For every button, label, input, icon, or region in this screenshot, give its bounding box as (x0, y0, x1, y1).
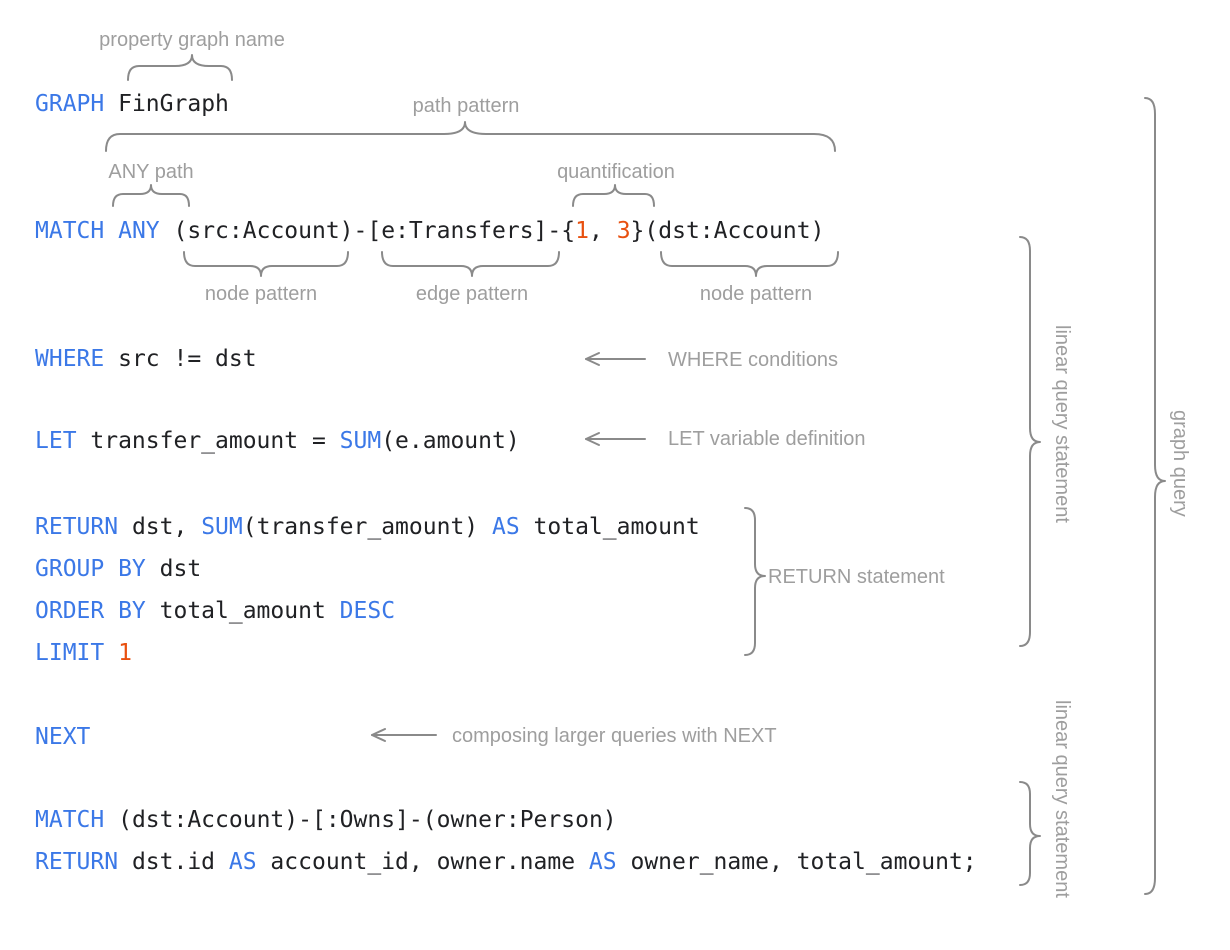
quantifier-min: 1 (575, 218, 589, 244)
keyword-as: AS (491, 514, 520, 540)
keyword-return: RETURN (35, 514, 119, 540)
brace-path-pattern (105, 121, 836, 152)
code-line-match-2: MATCH (dst:Account)-[:Owns]-(owner:Perso… (35, 806, 617, 834)
edge-dash-2: - (547, 218, 562, 244)
annotation-let-variable-definition: LET variable definition (668, 428, 866, 450)
code-line-where: WHERE src != dst (35, 345, 257, 373)
keyword-return-2: RETURN (35, 849, 119, 875)
keyword-next: NEXT (35, 724, 91, 750)
keyword-any: ANY (118, 218, 160, 244)
keyword-match-2: MATCH (35, 807, 105, 833)
brace-linear-query-statement-2 (1019, 781, 1041, 886)
return-part-2: (transfer_amount) (242, 514, 492, 540)
code-line-next: NEXT (35, 723, 90, 751)
edge-dash-3: - (298, 807, 312, 833)
code-line-let: LET transfer_amount = SUM(e.amount) (35, 427, 520, 455)
keyword-let: LET (35, 428, 77, 454)
annotation-edge-pattern: edge pattern (415, 283, 529, 305)
keyword-where: WHERE (35, 346, 105, 372)
code-line-match: MATCH ANY (src:Account)-[e:Transfers]-{1… (35, 217, 824, 245)
edge-pattern-transfers: [e:Transfers] (367, 218, 548, 244)
return2-part-1: dst.id (118, 849, 229, 875)
return-part-1: dst, (118, 514, 202, 540)
node-pattern-dst: (dst:Account) (644, 218, 825, 244)
node-pattern-src: (src:Account) (173, 218, 354, 244)
code-line-graph: GRAPH FinGraph (35, 90, 229, 118)
brace-return-statement (744, 507, 766, 656)
quantifier-close-brace: } (630, 218, 645, 244)
code-line-limit: LIMIT 1 (35, 639, 132, 667)
brace-edge-pattern (381, 251, 560, 277)
let-variable-name: transfer_amount = (76, 428, 340, 454)
arrow-composing-next (371, 728, 437, 742)
return2-part-3: owner_name, total_amount; (616, 849, 977, 875)
function-sum: SUM (339, 428, 382, 454)
keyword-as-3: AS (588, 849, 617, 875)
keyword-graph: GRAPH (35, 91, 105, 117)
code-line-group-by: GROUP BY dst (35, 555, 201, 583)
annotation-return-statement: RETURN statement (768, 566, 945, 588)
code-line-return-2: RETURN dst.id AS account_id, owner.name … (35, 848, 977, 876)
brace-node-pattern-right (660, 251, 839, 277)
function-sum-return: SUM (201, 514, 243, 540)
keyword-order-by: ORDER BY (35, 598, 146, 624)
node-pattern-dst-2: (dst:Account) (104, 807, 299, 833)
quantifier-max: 3 (616, 218, 631, 244)
quantifier-open-brace: { (561, 218, 576, 244)
let-function-args: (e.amount) (381, 428, 520, 454)
code-line-order-by: ORDER BY total_amount DESC (35, 597, 395, 625)
annotation-linear-query-statement-2: linear query statement (1051, 700, 1073, 898)
quantifier-separator: , (588, 218, 617, 244)
keyword-match: MATCH (35, 218, 105, 244)
group-by-expression: dst (145, 556, 202, 582)
keyword-limit: LIMIT (35, 640, 105, 666)
code-line-return: RETURN dst, SUM(transfer_amount) AS tota… (35, 513, 700, 541)
annotation-property-graph-name: property graph name (99, 29, 285, 51)
annotation-quantification: quantification (557, 161, 675, 183)
limit-value: 1 (118, 640, 132, 666)
return2-part-2: account_id, owner.name (256, 849, 589, 875)
annotation-composing-next: composing larger queries with NEXT (452, 725, 777, 747)
annotation-where-conditions: WHERE conditions (668, 349, 839, 371)
annotation-graph-query: graph query (1169, 410, 1191, 517)
brace-any-path (112, 184, 190, 207)
arrow-let-variable-definition (585, 432, 646, 446)
brace-node-pattern-left (183, 251, 349, 277)
edge-dash-1: - (353, 218, 368, 244)
annotation-any-path: ANY path (108, 161, 194, 183)
keyword-group-by: GROUP BY (35, 556, 146, 582)
arrow-where-conditions (585, 352, 646, 366)
where-expression: src != dst (104, 346, 257, 372)
node-pattern-owner: (owner:Person) (422, 807, 617, 833)
annotation-node-pattern-right: node pattern (699, 283, 813, 305)
brace-property-graph-name (127, 54, 233, 81)
graph-name-value: FinGraph (118, 91, 229, 117)
brace-graph-query (1144, 97, 1166, 895)
annotation-linear-query-statement-1: linear query statement (1051, 325, 1073, 523)
order-by-expression: total_amount (145, 598, 340, 624)
edge-dash-4: - (408, 807, 423, 833)
brace-quantification (572, 184, 655, 207)
brace-linear-query-statement-1 (1019, 236, 1041, 647)
edge-pattern-owns: [:Owns] (311, 807, 409, 833)
keyword-as-2: AS (228, 849, 257, 875)
annotation-node-pattern-left: node pattern (204, 283, 318, 305)
keyword-desc: DESC (339, 598, 396, 624)
annotation-path-pattern: path pattern (412, 95, 520, 117)
return-alias: total_amount (519, 514, 700, 540)
